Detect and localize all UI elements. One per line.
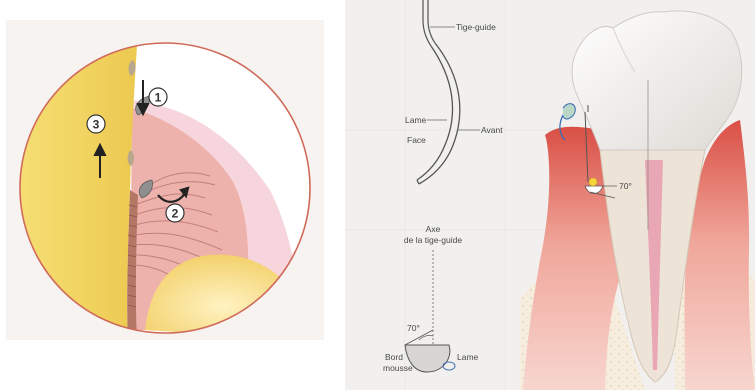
- step-label-3: 3: [87, 115, 105, 133]
- label-front: Avant: [481, 125, 503, 135]
- label-edge-line1: Bord: [385, 352, 403, 362]
- label-axis-line2: de la tige-guide: [404, 235, 462, 245]
- label-blade: Lame: [405, 115, 427, 125]
- step-label-2: 2: [166, 204, 184, 222]
- svg-text:3: 3: [93, 118, 100, 132]
- label-blade-section: Lame: [457, 352, 479, 362]
- pocket-closeup-panel: 1 2 3: [0, 0, 330, 390]
- svg-text:1: 1: [155, 91, 162, 105]
- label-axis-line1: Axe: [426, 224, 441, 234]
- curette-schematic-figure: Tige-guide Lame Face Avant Axe de la tig…: [345, 0, 755, 390]
- svg-text:2: 2: [172, 207, 179, 221]
- curette-side-view: [417, 0, 460, 184]
- tooth-crown: [572, 11, 742, 150]
- curette-schematic-panel: Tige-guide Lame Face Avant Axe de la tig…: [345, 0, 755, 390]
- label-angle-section: 70°: [407, 323, 420, 333]
- label-edge-line2: mousse: [383, 363, 413, 373]
- label-face: Face: [407, 135, 426, 145]
- label-shank: Tige-guide: [456, 22, 496, 32]
- step-label-1: 1: [149, 88, 167, 106]
- label-angle-tooth: 70°: [619, 181, 632, 191]
- pocket-closeup-figure: 1 2 3: [0, 0, 330, 390]
